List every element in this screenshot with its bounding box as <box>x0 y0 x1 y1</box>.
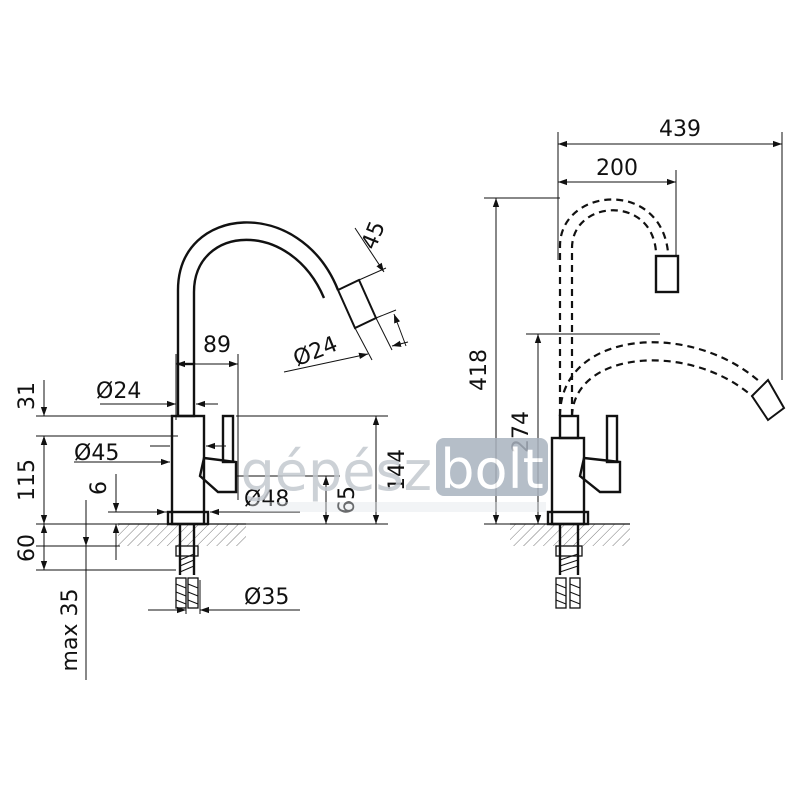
left-view: 31 115 60 max 35 6 Ø24 Ø45 Ø48 <box>15 218 410 680</box>
dim-439: 439 <box>659 117 701 142</box>
lever-left <box>221 414 235 464</box>
countertop-right <box>510 524 630 546</box>
spout-head-lowered <box>750 378 786 422</box>
spout-head-left <box>336 278 378 330</box>
dim-65: 65 <box>335 486 360 514</box>
dim-max35: max 35 <box>58 589 83 672</box>
faucet-body-left <box>170 414 206 526</box>
dim-dia24-stem: Ø24 <box>96 379 141 404</box>
dim-dia35: Ø35 <box>244 585 289 610</box>
dim-200: 200 <box>596 156 638 181</box>
mounting-hardware-right <box>555 524 583 609</box>
spout-left <box>176 221 340 364</box>
watermark-part1: gépész <box>241 440 432 503</box>
dim-144: 144 <box>385 449 410 491</box>
spout-raised-dashed <box>558 198 670 416</box>
right-view: 418 274 200 439 <box>467 117 786 609</box>
countertop-left <box>118 524 246 546</box>
dim-dia24-head: Ø24 <box>290 332 341 372</box>
watermark-badge <box>436 438 548 496</box>
dim-31: 31 <box>15 382 40 410</box>
dim-115: 115 <box>15 459 40 501</box>
dim-6: 6 <box>87 481 112 495</box>
spout-head-raised <box>654 254 680 294</box>
dim-dia48: Ø48 <box>244 487 289 512</box>
dim-dia45: Ø45 <box>74 441 119 466</box>
dim-60: 60 <box>15 534 40 562</box>
dim-45: 45 <box>357 218 391 253</box>
dim-418: 418 <box>467 349 492 391</box>
watermark-logo: gépész bolt <box>241 438 548 512</box>
watermark-part2: bolt <box>440 438 544 501</box>
dim-89: 89 <box>203 333 231 358</box>
spout-lowered-dashed <box>558 341 761 417</box>
lever-right <box>605 414 619 464</box>
